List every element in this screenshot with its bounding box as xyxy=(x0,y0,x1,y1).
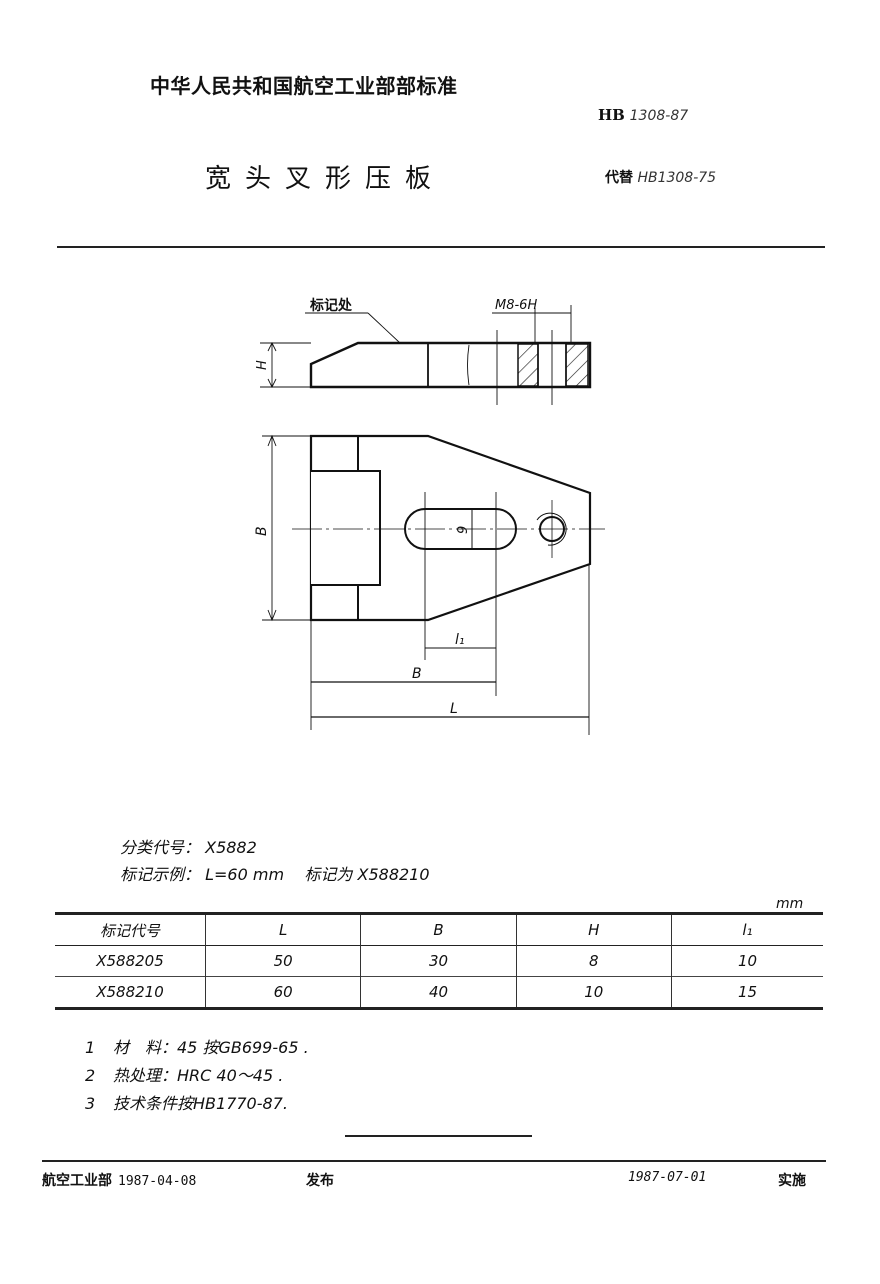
classification-code: X5882 xyxy=(205,838,257,857)
dimension-table: 标记代号 L B H l₁ X588205 50 30 8 10 X588210… xyxy=(55,912,823,1010)
header-divider xyxy=(57,246,825,248)
standard-number: HB 1308-87 xyxy=(598,106,688,124)
footer-issuer: 航空工业部 1987-04-08 xyxy=(42,1170,196,1190)
replaces-standard: 代替 HB1308-75 xyxy=(605,167,716,187)
footer-divider xyxy=(42,1160,826,1162)
example-label: 标记示例： xyxy=(120,865,201,884)
table-row: X588205 50 30 8 10 xyxy=(55,945,823,977)
col-header-H: H xyxy=(515,913,672,946)
col-header-B: B xyxy=(360,913,517,946)
dim-l1-label: l₁ xyxy=(455,632,465,648)
cell-B: 30 xyxy=(360,945,517,977)
effective-label: 实施 xyxy=(778,1173,806,1189)
cell-B: 40 xyxy=(360,976,517,1009)
cell-code: X588210 xyxy=(96,983,164,1001)
end-of-content-rule xyxy=(345,1135,532,1137)
effective-date: 1987-07-01 xyxy=(628,1170,707,1185)
cell-l1: 10 xyxy=(670,945,823,977)
col-header-L: L xyxy=(204,913,361,946)
example-mark-code: X588210 xyxy=(357,865,430,884)
replaces-code: HB1308-75 xyxy=(637,170,717,186)
classification-line: 分类代号： X5882 xyxy=(120,834,257,858)
example-mark-label: 标记为 xyxy=(304,865,353,884)
issuing-organization: 中华人民共和国航空工业部部标准 xyxy=(150,74,458,98)
dim-slot-width-label: 9 xyxy=(456,526,471,534)
side-view xyxy=(260,305,592,405)
cell-L: 60 xyxy=(204,976,361,1009)
table-unit: mm xyxy=(776,896,804,912)
classification-label: 分类代号： xyxy=(120,838,201,857)
standard-code: 1308-87 xyxy=(629,108,689,124)
col-header-l1: l₁ xyxy=(670,913,823,946)
marking-location-label: 标记处 xyxy=(309,297,353,314)
cell-H: 8 xyxy=(515,945,672,977)
cell-L: 50 xyxy=(204,945,361,977)
issue-date: 1987-04-08 xyxy=(118,1174,197,1189)
dim-H-label: H xyxy=(255,360,270,370)
cell-H: 10 xyxy=(515,976,672,1009)
cell-code: X588205 xyxy=(96,952,164,970)
example-value: L=60 mm xyxy=(205,865,285,884)
document-title: 宽头叉形压板 xyxy=(205,164,446,194)
issuer-name: 航空工业部 xyxy=(42,1173,112,1189)
dim-B-vertical-label: B xyxy=(254,526,270,536)
issue-label: 发布 xyxy=(306,1173,334,1189)
replaces-label: 代替 xyxy=(605,170,633,186)
table-row: X588210 60 40 10 15 xyxy=(55,976,823,1009)
col-header-code: 标记代号 xyxy=(99,921,160,940)
top-view xyxy=(262,434,605,735)
technical-drawing: 标记处 M8-6H H B 9 l₁ B L xyxy=(254,297,605,735)
cell-l1: 15 xyxy=(670,976,823,1009)
thread-spec-label: M8-6H xyxy=(495,298,537,313)
marking-example-line: 标记示例： L=60 mm 标记为 X588210 xyxy=(120,861,430,885)
dim-B-label: B xyxy=(412,666,422,682)
dim-L-label: L xyxy=(450,701,458,717)
standard-prefix: HB xyxy=(598,106,625,124)
table-header-row: 标记代号 L B H l₁ xyxy=(55,913,823,946)
